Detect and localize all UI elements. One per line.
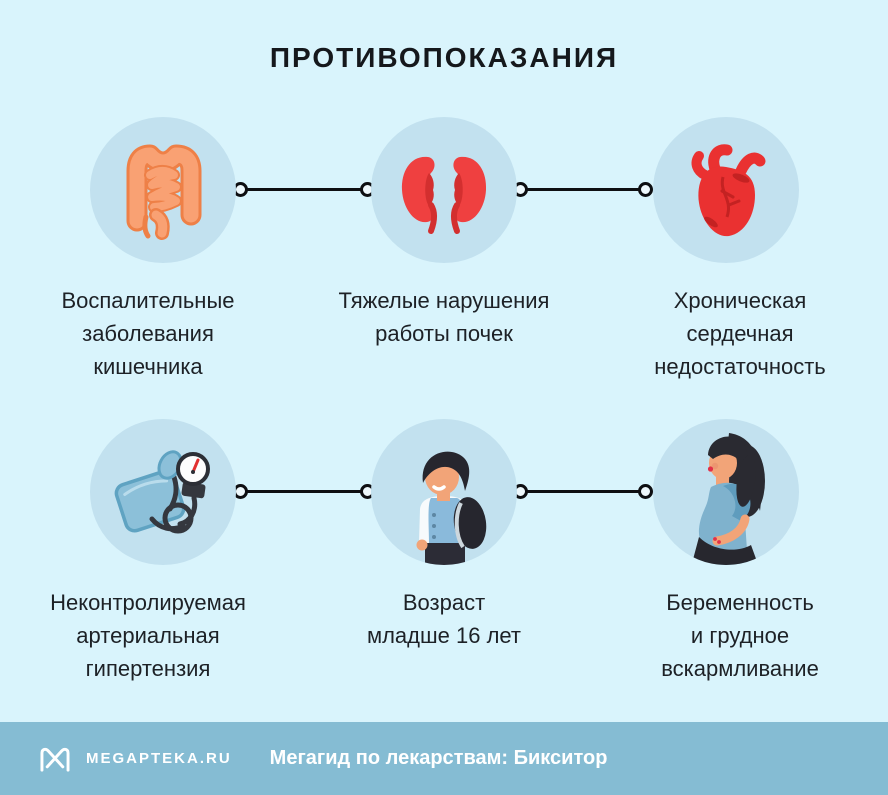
labels-row-1: Воспалительные заболевания кишечника Тяж… <box>0 284 888 383</box>
page-title: ПРОТИВОПОКАЗАНИЯ <box>269 42 619 73</box>
connector-line <box>233 484 375 499</box>
connector-line <box>233 182 375 197</box>
icons-row-1 <box>0 117 888 263</box>
boy-under-16-icon <box>371 419 517 565</box>
connector-line <box>513 182 653 197</box>
contraindication-label: Неконтролируемая артериальная гипертензи… <box>50 590 246 681</box>
footer-bar: MEGAPTEKA.RU Мегагид по лекарствам: Бикс… <box>0 722 888 795</box>
contraindication-label: Хроническая сердечная недостаточность <box>654 288 826 379</box>
labels-row-2: Неконтролируемая артериальная гипертензи… <box>0 586 888 685</box>
footer-tagline: Мегагид по лекарствам: Бикситор <box>269 747 608 769</box>
blood-pressure-monitor-icon <box>90 419 236 565</box>
kidneys-icon <box>371 117 517 263</box>
heart-icon <box>653 117 799 263</box>
connector-dot <box>638 484 653 499</box>
intestine-icon <box>90 117 236 263</box>
contraindication-label: Воспалительные заболевания кишечника <box>61 288 235 379</box>
connector-line <box>513 484 653 499</box>
pregnant-woman-icon <box>653 419 799 565</box>
contraindication-label: Возраст младше 16 лет <box>366 590 522 648</box>
icons-row-2 <box>0 419 888 565</box>
megapteka-logo-icon <box>38 744 72 774</box>
contraindication-label: Тяжелые нарушения работы почек <box>338 288 550 346</box>
contraindication-label: Беременность и грудное вскармливание <box>661 590 819 681</box>
footer-brand: MEGAPTEKA.RU <box>86 750 232 767</box>
connector-dot <box>638 182 653 197</box>
